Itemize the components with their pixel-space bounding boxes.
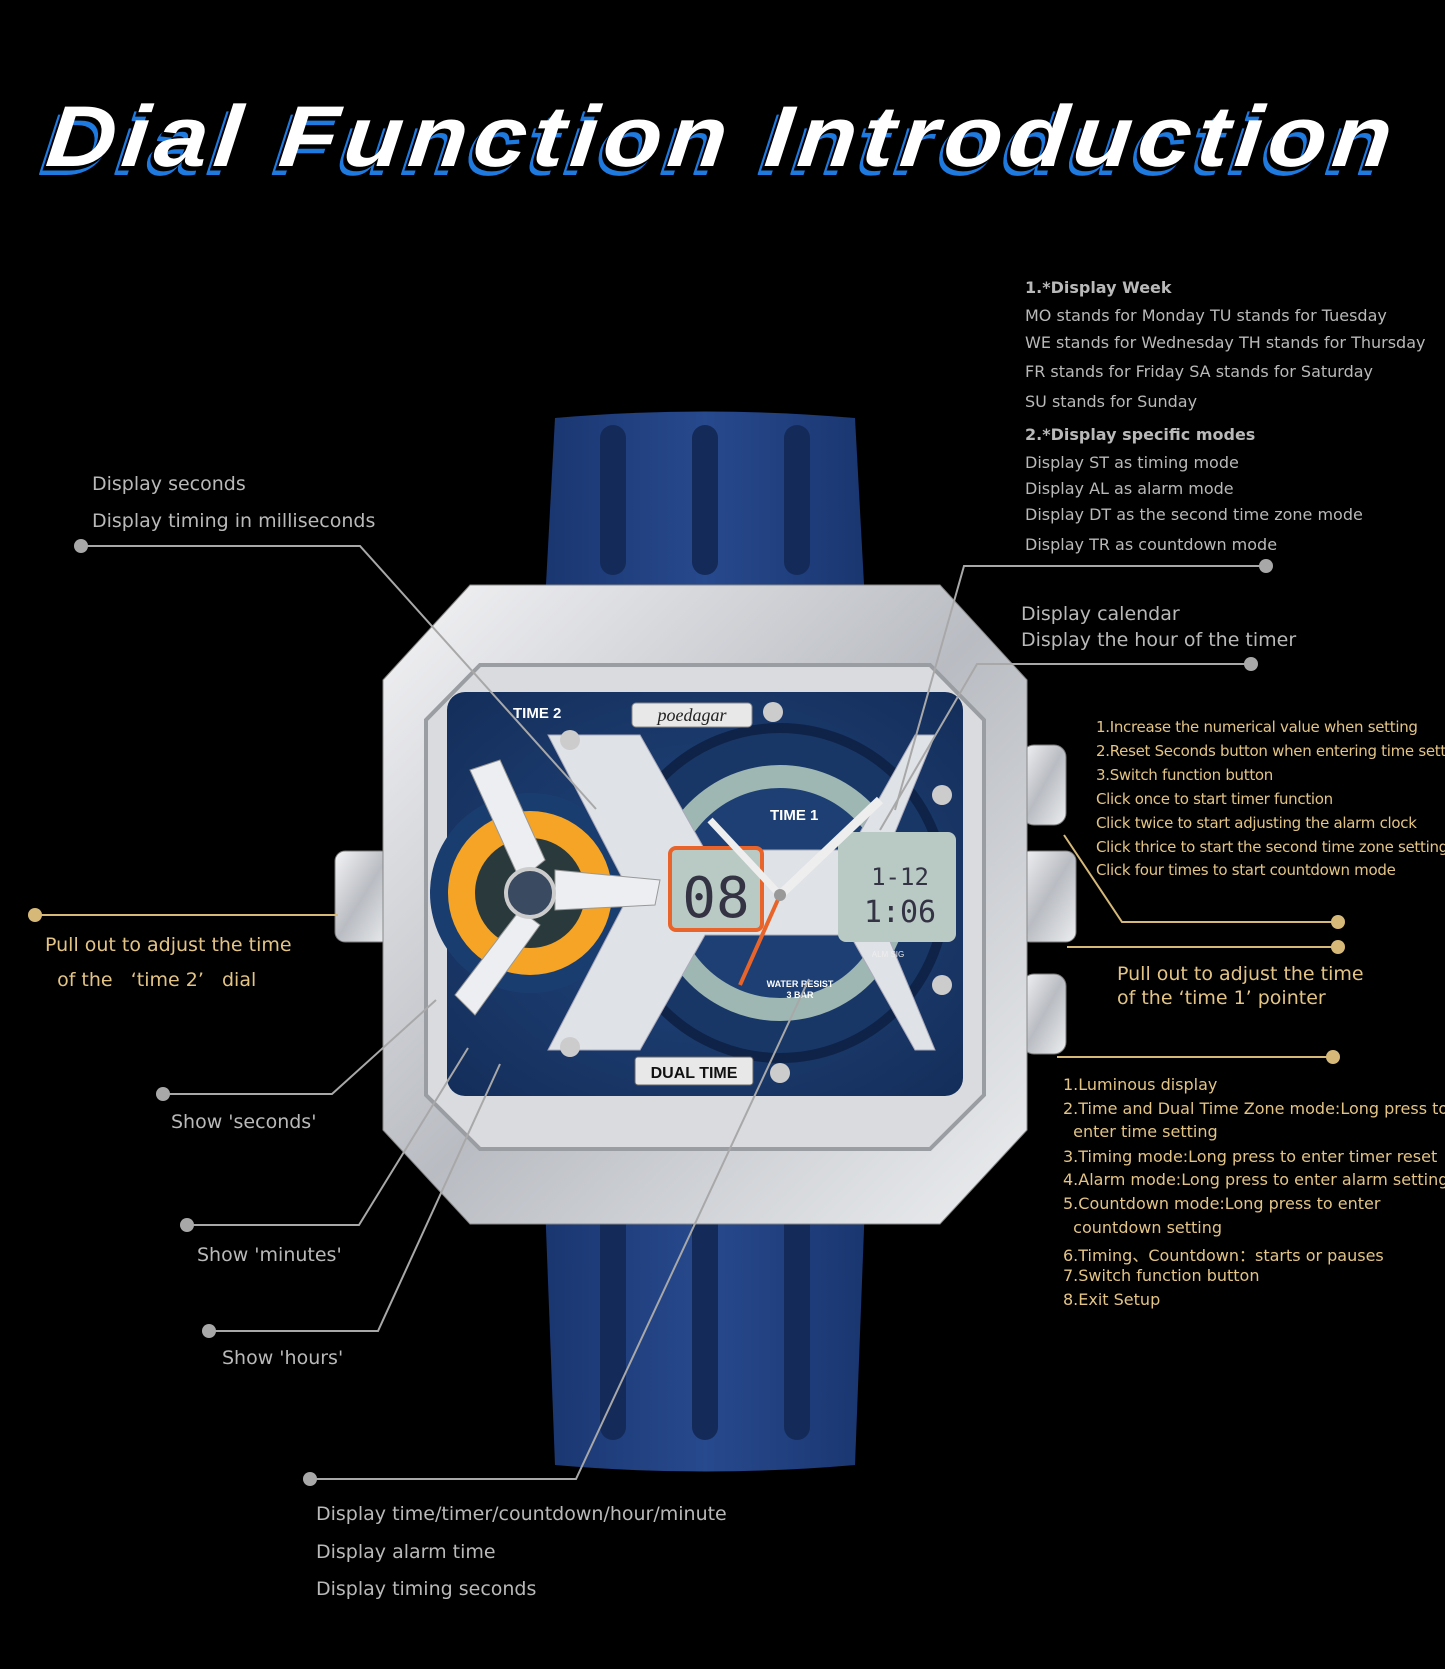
- hour-hand: [776, 796, 884, 899]
- mode-line: Display AL as alarm mode: [1025, 479, 1234, 498]
- mode-line: Display TR as countdown mode: [1025, 535, 1278, 554]
- bottom-button-line: 2.Time and Dual Time Zone mode:Long pres…: [1063, 1099, 1445, 1118]
- top-button-line: Click once to start timer function: [1096, 790, 1333, 808]
- brand-logo: poedagar: [656, 705, 728, 725]
- leader-line-top-button: [1063, 834, 1338, 923]
- show-minutes-label: Show 'minutes': [197, 1244, 342, 1266]
- leader-line-minutes: [187, 1047, 469, 1226]
- week-line: SU stands for Sunday: [1025, 392, 1198, 411]
- alm-sig-label: ALM SIG: [872, 950, 904, 959]
- strap-top: [543, 411, 867, 640]
- left-crown-label: Pull out to adjust the time: [45, 934, 292, 956]
- modes-heading: 2.*Display specific modes: [1025, 425, 1256, 444]
- week-line: MO stands for Monday TU stands for Tuesd…: [1025, 306, 1387, 325]
- second-hand: [738, 894, 782, 986]
- week-line: FR stands for Friday SA stands for Satur…: [1025, 362, 1374, 381]
- bottom-button-line: 7.Switch function button: [1063, 1266, 1260, 1285]
- milliseconds-label: Display timing in milliseconds: [92, 510, 376, 532]
- water-resist-label: WATER RESIST: [767, 979, 834, 989]
- bottom-button-line: 1.Luminous display: [1063, 1075, 1218, 1094]
- timer-hour-label: Display the hour of the timer: [1021, 629, 1297, 651]
- lcd-right-date: 1-12: [871, 863, 929, 891]
- top-button-line: 3.Switch function button: [1096, 766, 1273, 784]
- right-crown-label: Pull out to adjust the time: [1117, 963, 1364, 985]
- leader-line-bottom-lcd: [310, 978, 810, 1480]
- bottom-button-line: 3.Timing mode:Long press to enter timer …: [1063, 1147, 1438, 1166]
- week-heading: 1.*Display Week: [1025, 278, 1172, 297]
- show-seconds-label: Show 'seconds': [171, 1111, 317, 1133]
- mode-line: Display ST as timing mode: [1025, 453, 1239, 472]
- leader-line-seconds: [163, 999, 437, 1095]
- seconds-label: Display seconds: [92, 473, 246, 495]
- water-bar-label: 3 BAR: [786, 990, 814, 1000]
- bottom-lcd-line: Display timing seconds: [316, 1578, 537, 1600]
- bottom-button-line: 8.Exit Setup: [1063, 1290, 1161, 1309]
- top-button-line: Click thrice to start the second time zo…: [1096, 838, 1445, 856]
- dual-time-label: DUAL TIME: [651, 1065, 738, 1082]
- time1-label: TIME 1: [770, 807, 818, 824]
- bottom-button-line: 5.Countdown mode:Long press to enter: [1063, 1194, 1381, 1213]
- top-button-line: Click four times to start countdown mode: [1096, 861, 1396, 879]
- bottom-right-pusher: [1021, 973, 1067, 1055]
- left-crown-label: of the ‘time 2’ dial: [45, 969, 257, 991]
- lcd-right-time: 1:06: [864, 895, 936, 930]
- time2-label: TIME 2: [513, 705, 561, 722]
- bottom-button-line: 6.Timing、Countdown：starts or pauses: [1063, 1246, 1384, 1265]
- right-crown-label: of the ‘time 1’ pointer: [1117, 987, 1326, 1009]
- strap-bottom: [543, 1150, 867, 1472]
- bottom-lcd-line: Display alarm time: [316, 1541, 496, 1563]
- leader-line-calendar: [879, 663, 1251, 831]
- bottom-lcd-line: Display time/timer/countdown/hour/minute: [316, 1503, 727, 1525]
- bottom-button-line: 4.Alarm mode:Long press to enter alarm s…: [1063, 1170, 1445, 1189]
- top-button-line: 1.Increase the numerical value when sett…: [1096, 718, 1418, 736]
- top-button-line: Click twice to start adjusting the alarm…: [1096, 814, 1417, 832]
- leader-line-week-modes: [894, 565, 1266, 811]
- leader-line-hours: [209, 1063, 501, 1332]
- top-button-line: 2.Reset Seconds button when entering tim…: [1096, 742, 1445, 760]
- right-crown: [1019, 850, 1077, 943]
- show-hours-label: Show 'hours': [222, 1347, 344, 1369]
- bottom-button-line: countdown setting: [1063, 1218, 1223, 1237]
- leader-line-seconds-ms: [81, 545, 597, 810]
- mode-line: Display DT as the second time zone mode: [1025, 505, 1363, 524]
- week-line: WE stands for Wednesday TH stands for Th…: [1025, 333, 1426, 352]
- top-right-pusher: [1021, 744, 1067, 826]
- bottom-button-line: enter time setting: [1063, 1122, 1218, 1141]
- minute-hand: [707, 817, 783, 898]
- lcd-left-digits: 08: [682, 866, 749, 931]
- calendar-label: Display calendar: [1021, 603, 1180, 625]
